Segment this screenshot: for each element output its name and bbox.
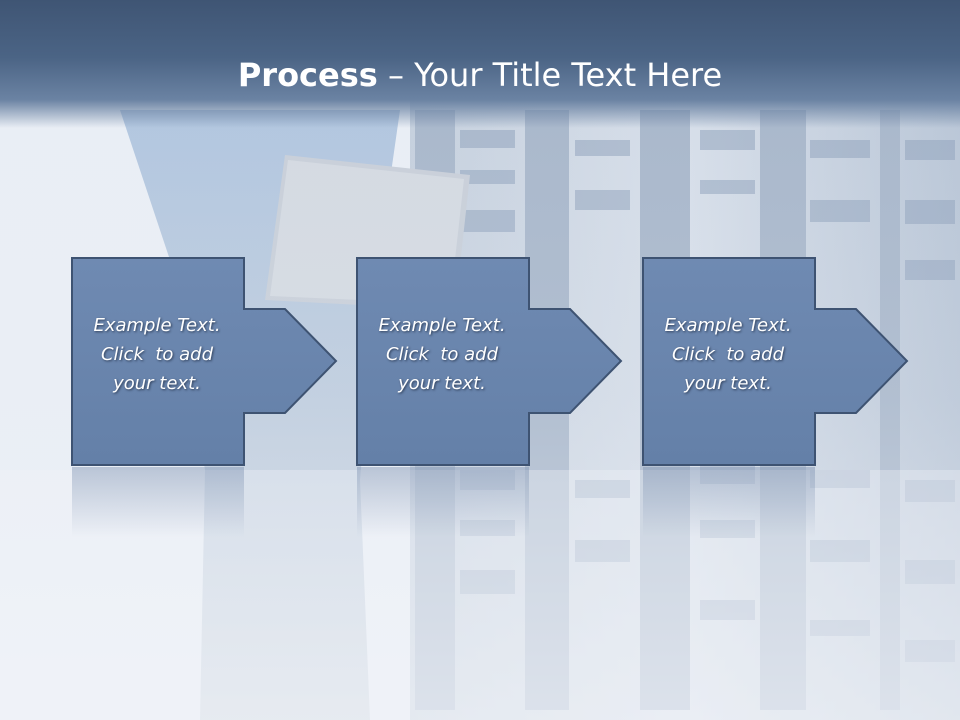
title-separator: – bbox=[377, 56, 415, 94]
step-1-line-2: Click to add bbox=[100, 344, 213, 365]
process-step-2[interactable] bbox=[356, 257, 623, 537]
process-step-1[interactable] bbox=[71, 257, 338, 537]
step-3-line-2: Click to add bbox=[671, 344, 784, 365]
process-step-3[interactable] bbox=[642, 257, 909, 537]
step-2-line-2: Click to add bbox=[385, 344, 498, 365]
step-2-text[interactable]: Example Text. Click to add your text. bbox=[355, 311, 529, 398]
slide-title[interactable]: Process – Your Title Text Here bbox=[0, 52, 960, 98]
step-1-line-3: your text. bbox=[113, 373, 201, 394]
title-bold: Process bbox=[237, 56, 378, 94]
step-1-text[interactable]: Example Text. Click to add your text. bbox=[70, 311, 244, 398]
step-3-line-3: your text. bbox=[684, 373, 772, 394]
step-2-line-1: Example Text. bbox=[378, 315, 506, 336]
step-3-text[interactable]: Example Text. Click to add your text. bbox=[641, 311, 815, 398]
title-bar bbox=[0, 0, 960, 128]
title-text: Your Title Text Here bbox=[414, 56, 723, 94]
step-3-line-1: Example Text. bbox=[664, 315, 792, 336]
step-1-line-1: Example Text. bbox=[93, 315, 221, 336]
step-2-line-3: your text. bbox=[398, 373, 486, 394]
